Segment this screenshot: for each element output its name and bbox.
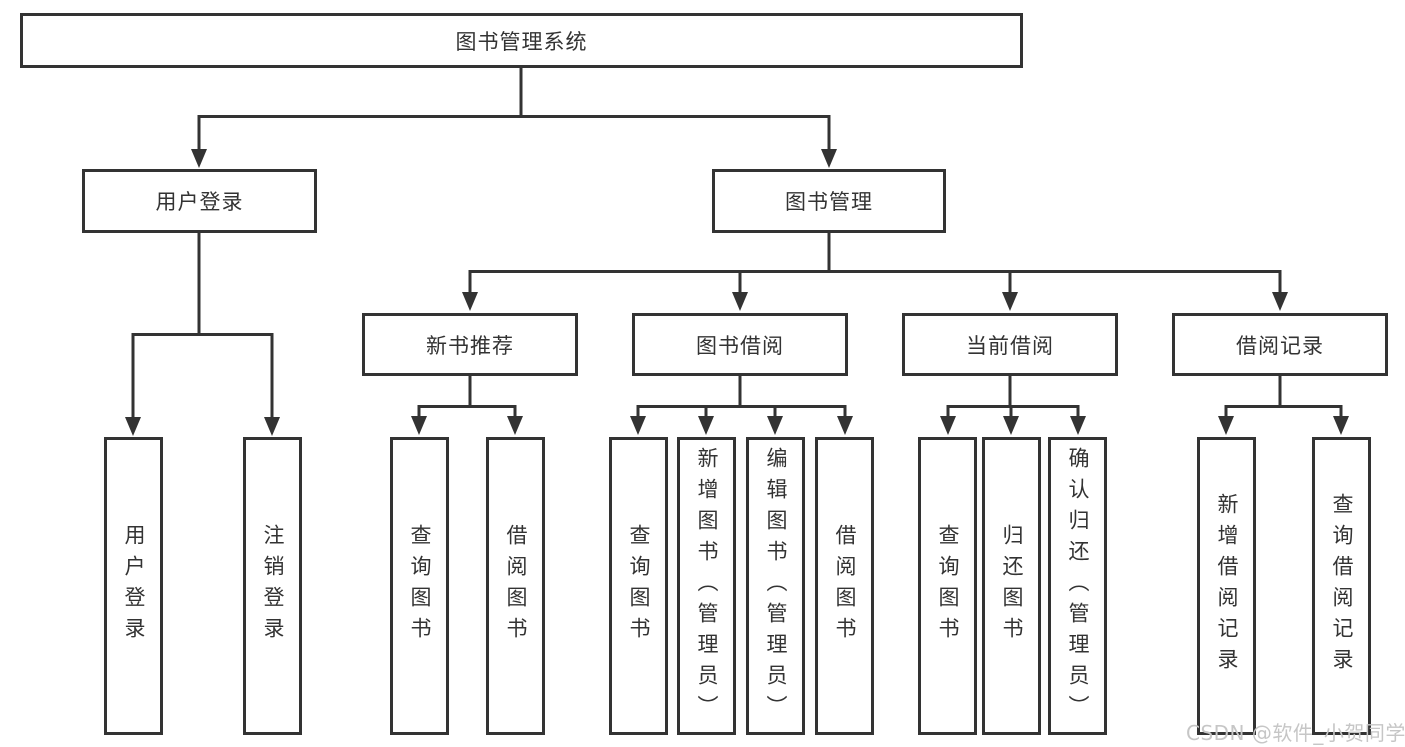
arrowhead-icons bbox=[125, 149, 1349, 436]
leaf-add-borrow-record: 新增借阅记录 bbox=[1197, 437, 1256, 735]
leaf-borrow-books: 借阅图书 bbox=[815, 437, 874, 735]
leaf-user-login: 用户登录 bbox=[104, 437, 163, 735]
node-root-system: 图书管理系统 bbox=[20, 13, 1023, 68]
node-current-borrow: 当前借阅 bbox=[902, 313, 1118, 376]
leaf-return-books: 归还图书 bbox=[982, 437, 1041, 735]
leaf-add-books-admin: 新增图书（管理员） bbox=[677, 437, 736, 735]
leaf-logout: 注销登录 bbox=[243, 437, 302, 735]
connector-borrow-records-to-leaves bbox=[1224, 376, 1343, 419]
leaf-recommend-borrow-books: 借阅图书 bbox=[486, 437, 545, 735]
node-book-borrow: 图书借阅 bbox=[632, 313, 848, 376]
node-borrow-records: 借阅记录 bbox=[1172, 313, 1388, 376]
connector-root-to-level2 bbox=[197, 68, 831, 151]
leaf-edit-books-admin: 编辑图书（管理员） bbox=[746, 437, 805, 735]
node-new-book-recommend: 新书推荐 bbox=[362, 313, 578, 376]
connector-book-borrow-to-leaves bbox=[636, 376, 847, 419]
leaf-recommend-query-books: 查询图书 bbox=[390, 437, 449, 735]
connector-new-book-recommend-to-leaves bbox=[417, 376, 517, 419]
connector-book-management-to-level3 bbox=[468, 233, 1282, 295]
node-book-management: 图书管理 bbox=[712, 169, 946, 233]
connector-current-borrow-to-leaves bbox=[946, 376, 1080, 419]
csdn-watermark: CSDN @软件_小贺同学 bbox=[1186, 721, 1405, 745]
connector-user-login-to-leaves bbox=[131, 233, 274, 419]
leaf-query-borrow-record: 查询借阅记录 bbox=[1312, 437, 1371, 735]
node-user-login: 用户登录 bbox=[82, 169, 317, 233]
leaf-current-query-books: 查询图书 bbox=[918, 437, 977, 735]
leaf-confirm-return-admin: 确认归还（管理员） bbox=[1048, 437, 1107, 735]
leaf-borrow-query-books: 查询图书 bbox=[609, 437, 668, 735]
